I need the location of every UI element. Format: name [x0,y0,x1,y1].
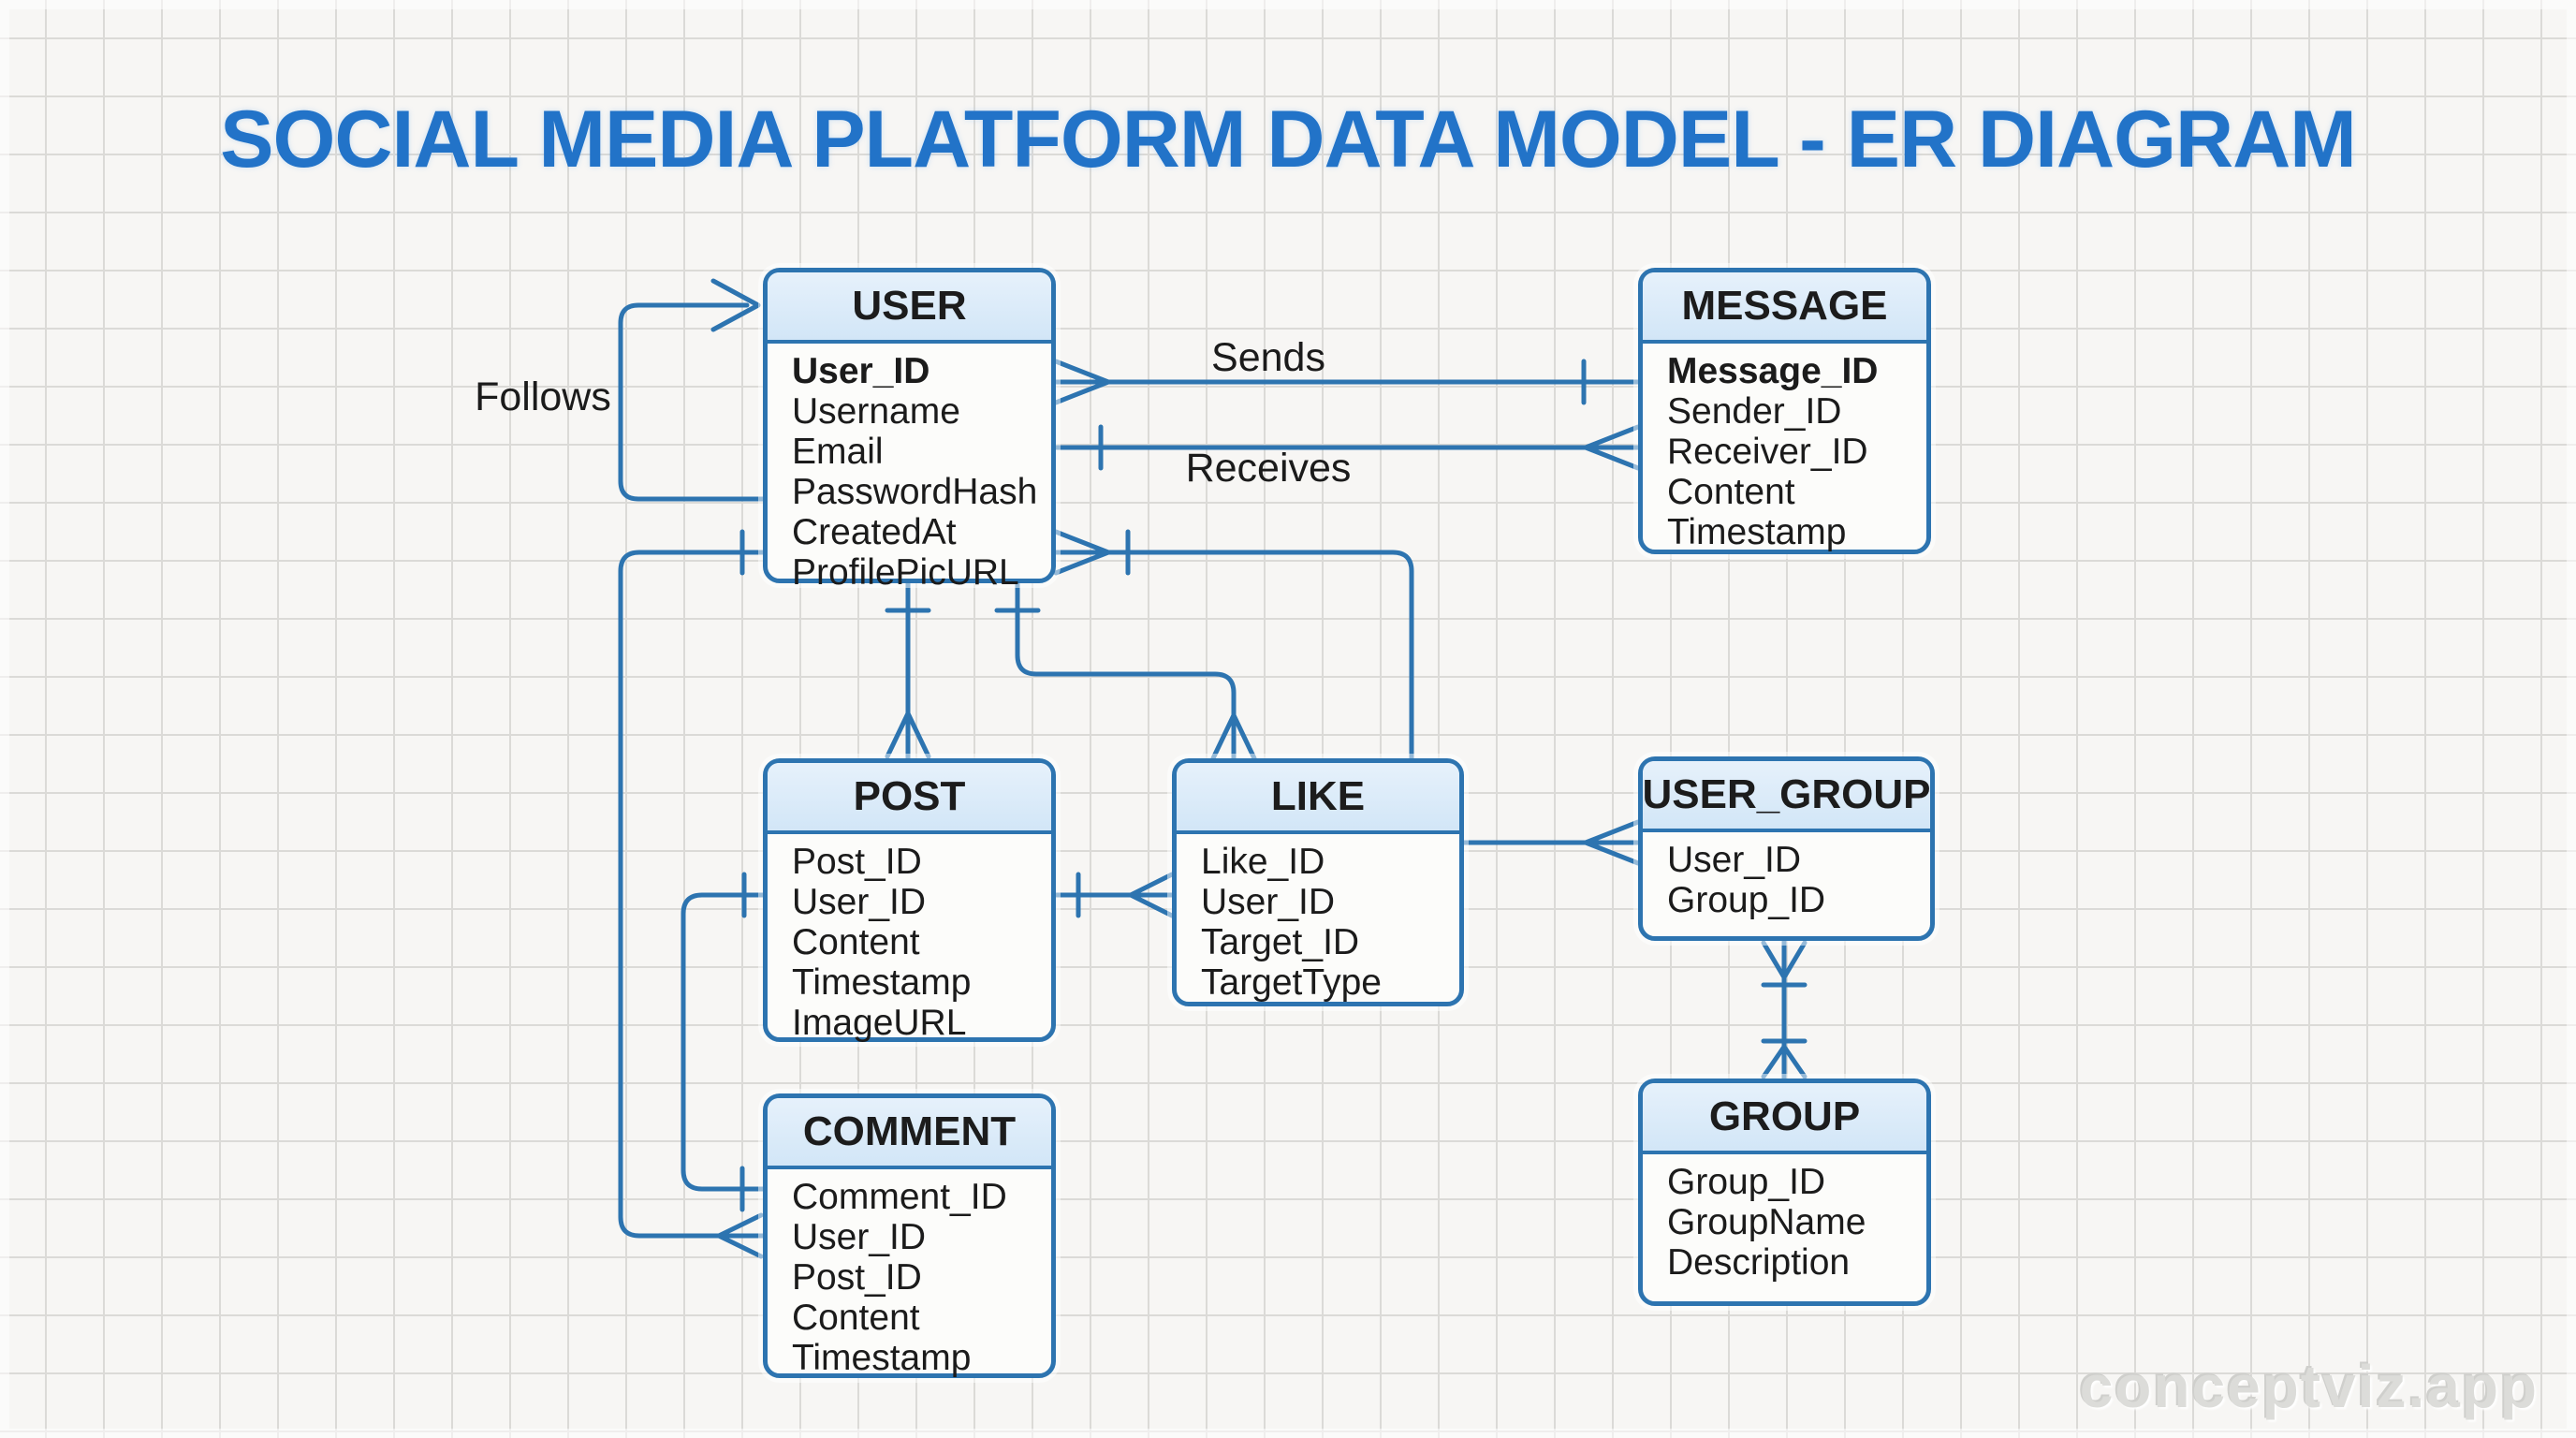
crows-foot-icon [1128,872,1175,918]
crows-foot-icon [1761,1044,1808,1079]
entity-field: ProfilePicURL [792,552,1019,593]
entity-field: GroupName [1667,1202,1866,1242]
crows-foot-icon [1583,424,1641,471]
entity-field: User_ID [792,351,930,391]
follows-loop-line [618,302,768,502]
receives-label: Receives [1185,446,1352,491]
entity-field: TargetType [1201,962,1382,1003]
entity-post-title: POST [768,763,1051,834]
entity-field: Group_ID [1667,880,1826,920]
entity-field: Receiver_ID [1667,432,1868,472]
diagram-title: SOCIAL MEDIA PLATFORM DATA MODEL - ER DI… [220,95,2357,184]
crows-foot-icon [1761,940,1808,980]
entity-field: Content [1667,472,1795,512]
follows-arrowhead-icon [710,278,761,332]
entity-field: Content [792,922,920,962]
sends-label: Sends [1211,335,1325,380]
entity-comment-title: COMMENT [768,1098,1051,1169]
entity-field: Timestamp [792,962,972,1003]
entity-field: Content [792,1298,920,1338]
entity-field: CreatedAt [792,512,957,552]
entity-field: Email [792,432,884,472]
entity-field: User_ID [792,1217,927,1257]
entity-field: Timestamp [1667,512,1847,552]
crows-foot-icon [885,711,931,759]
entity-user-title: USER [768,272,1051,344]
entity-field: Comment_ID [792,1177,1007,1217]
crows-foot-icon [1583,819,1641,866]
watermark: conceptviz.app [2079,1353,2539,1420]
entity-field: Sender_ID [1667,391,1842,432]
user-like-line [1015,580,1237,763]
entity-field: Message_ID [1667,351,1879,391]
entity-message-title: MESSAGE [1643,272,1926,344]
crows-foot-icon [1053,359,1111,405]
crows-foot-icon [1053,529,1111,576]
entity-field: Username [792,391,960,432]
entity-field: Like_ID [1201,842,1325,882]
entity-field: PasswordHash [792,472,1038,512]
entity-group-title: GROUP [1643,1083,1926,1154]
crows-foot-icon [1210,712,1257,761]
entity-field: Timestamp [792,1338,972,1378]
entity-like-title: LIKE [1177,763,1459,834]
follows-label: Follows [475,374,611,419]
entity-field: Post_ID [792,1257,922,1298]
entity-field: Description [1667,1242,1851,1283]
entity-field: Group_ID [1667,1162,1826,1202]
post-comment-line [681,892,766,1192]
entity-field: User_ID [1667,840,1802,880]
entity-field: ImageURL [792,1003,967,1043]
entity-field: Post_ID [792,842,922,882]
crows-foot-icon [716,1212,764,1259]
entity-field: Target_ID [1201,922,1360,962]
entity-field: User_ID [792,882,927,922]
entity-user-group-title: USER_GROUP [1642,761,1931,832]
user-comment-line [618,550,766,1239]
entity-field: User_ID [1201,882,1336,922]
